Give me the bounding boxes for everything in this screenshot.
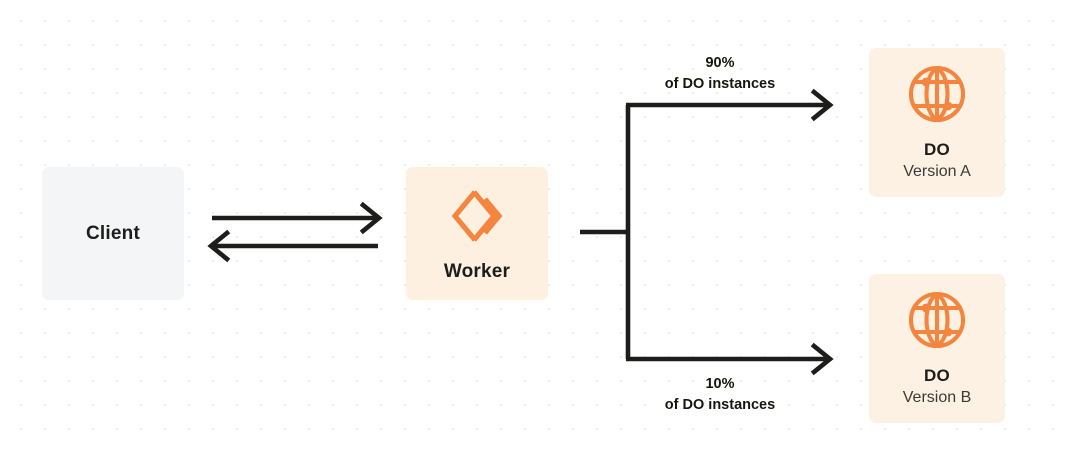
- node-do-a-label: DO: [924, 140, 950, 159]
- node-do-version-a[interactable]: DO Version A: [869, 48, 1005, 197]
- globe-icon: [907, 290, 967, 350]
- node-client-label: Client: [86, 222, 140, 244]
- node-worker-label: Worker: [443, 260, 511, 282]
- edge-label-do-b-percent: 10%: [705, 376, 735, 392]
- edge-label-do-a-caption: of DO instances: [664, 75, 776, 92]
- edge-worker-to-client: [207, 229, 378, 263]
- edge-worker-to-do-a: [626, 88, 834, 122]
- edge-worker-to-do-b: [626, 342, 834, 376]
- node-do-version-b[interactable]: DO Version B: [869, 274, 1005, 423]
- edge-label-do-a-percent: 90%: [705, 55, 735, 71]
- edge-label-do-b-caption: of DO instances: [664, 396, 776, 413]
- node-worker[interactable]: Worker: [406, 167, 548, 300]
- node-client[interactable]: Client: [42, 167, 184, 300]
- node-do-b-label: DO: [924, 366, 950, 385]
- node-do-a-version: Version A: [903, 163, 971, 180]
- node-do-b-version: Version B: [902, 389, 972, 406]
- edge-label-do-b: 10% of DO instances: [620, 374, 820, 415]
- edge-label-do-a: 90% of DO instances: [620, 53, 820, 94]
- cloudflare-workers-icon: [446, 185, 508, 247]
- globe-icon: [907, 64, 967, 124]
- edge-client-to-worker: [212, 201, 383, 235]
